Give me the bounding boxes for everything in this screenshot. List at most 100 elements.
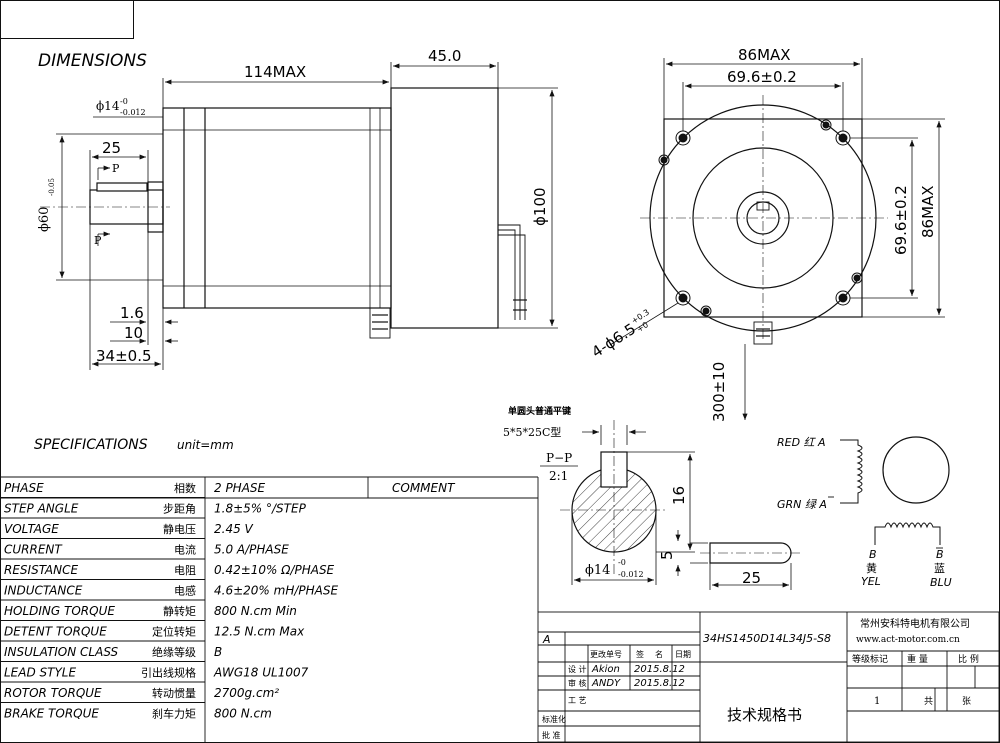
tb-design-date: 2015.8.12 [634,664,685,675]
dim-34: 34±0.5 [96,347,152,365]
spec-label-cn: 刹车力矩 [152,707,196,721]
spec-label: VOLTAGE [4,522,59,536]
section-mark-lower: P [94,234,102,247]
dim-lead-length: 300±10 [710,362,728,422]
coil-b [874,522,941,545]
spec-label-cn: 定位转矩 [152,625,196,639]
key-dia-tol-lower: -0.012 [618,570,644,579]
coil-a [840,439,863,504]
spec-table-grid [0,476,539,743]
spec-label: PHASE [4,481,44,495]
shaft-section [560,420,668,575]
spec-unit: unit=mm [177,438,234,452]
spec-value: 12.5 N.cm Max [214,625,305,639]
dim-shaft-dia: ϕ14 [96,99,120,113]
dim-86max-width: 86MAX [738,46,791,64]
spec-label: INSULATION CLASS [4,645,119,659]
dim-mount-holes: 4-ϕ6.5 [588,320,639,362]
section-scale: 2:1 [549,469,568,483]
wire-b1: B [869,548,877,561]
dim-dia100: ϕ100 [531,187,549,226]
spec-label: HOLDING TORQUE [4,604,115,618]
dim-25: 25 [102,139,121,157]
tb-rev: A [542,633,551,646]
tb-model: 34HS1450D14L34J5-S8 [703,632,831,645]
spec-label-cn: 相数 [174,482,196,495]
motor-front-view [640,95,888,345]
tb-company: 常州安科特电机有限公司 [860,617,970,630]
section-mark-upper: P [112,162,120,175]
key-title: 单圆头普通平键 [508,405,572,417]
tb-process-label: 工 艺 [568,696,587,705]
tb-reviewer: ANDY [591,678,621,689]
spec-label: LEAD STYLE [4,666,76,680]
title-block-grid [537,611,1000,743]
key-profile [675,530,800,590]
tb-standard-label: 标准化 [542,714,566,724]
tb-sheets-no: 1 [874,696,880,707]
spec-label: RESISTANCE [4,563,78,577]
spec-label-cn: 静转矩 [163,604,196,618]
spec-value: AWG18 UL1007 [213,666,309,680]
tb-website: www.act-motor.com.cn [856,635,960,645]
tb-ratio: 比 例 [958,653,979,665]
section-label: P−P [546,451,572,465]
key-dia: ϕ14 [585,563,610,578]
key-dim-5: 5 [658,550,676,560]
tb-doc-title: 技术规格书 [727,706,802,724]
dim-10: 10 [124,324,143,342]
spec-label-cn: 转动惯量 [152,686,196,700]
wire-grn-label: GRN 绿 A [777,498,827,511]
key-spec: 5*5*25C型 [503,425,561,439]
spec-value: 4.6±20% mH/PHASE [214,584,338,598]
spec-value: B [214,645,222,659]
wire-b2-cn: 蓝 [934,562,945,575]
key-dim-25: 25 [742,569,761,587]
spec-label: ROTOR TORQUE [4,686,102,700]
tb-date: 日期 [675,650,691,659]
tb-total: 共 [924,696,933,707]
tb-review-date: 2015.8.12 [634,678,685,689]
key-dimension-lines [571,425,695,585]
comment-header: COMMENT [392,481,456,495]
tb-design-label: 设 计 [568,664,587,674]
tb-sheet: 张 [962,696,971,707]
spec-label: CURRENT [4,543,63,557]
spec-label: INDUCTANCE [4,584,83,598]
tb-review-label: 审 核 [568,678,587,688]
spec-value: 2 PHASE [214,481,266,495]
spec-label-cn: 步距角 [163,503,196,516]
spec-value: 1.8±5% °/STEP [214,502,307,516]
spec-label: BRAKE TORQUE [4,707,99,721]
key-dia-tol-upper: -0 [618,558,626,567]
tb-change-no: 更改单号 [590,649,622,659]
dim-69-width: 69.6±0.2 [727,68,797,86]
wire-b1-cn: 黄 [866,561,877,575]
spec-label-cn: 电流 [174,543,196,557]
spec-label-cn: 电阻 [174,564,196,577]
spec-value: 2700g.cm² [214,686,279,700]
spec-label-cn: 引出线规格 [141,666,196,680]
tb-name: 名 [655,649,663,659]
dim-dia60: ϕ60 [37,207,52,232]
dim-dia60-tol: -0.05 [48,178,56,196]
wire-b2: B [936,548,944,561]
motor-symbol [882,436,950,504]
motor-side-view [40,87,527,339]
spec-label: DETENT TORQUE [4,625,107,639]
spec-value: 5.0 A/PHASE [214,543,289,557]
spec-label-cn: 绝缘等级 [152,645,196,659]
spec-label-cn: 电感 [174,585,196,598]
dim-69-height: 69.6±0.2 [892,185,910,255]
wire-b2-en: BLU [930,576,952,589]
dim-shaft-tol-upper: -0 [120,97,128,106]
tb-weight: 重 量 [907,653,928,665]
wire-red-label: RED 红 A [777,436,826,449]
front-dimension-lines [609,58,945,420]
side-dimension-lines [56,62,558,370]
spec-value: 800 N.cm [214,707,272,721]
spec-title: SPECIFICATIONS [34,437,148,453]
